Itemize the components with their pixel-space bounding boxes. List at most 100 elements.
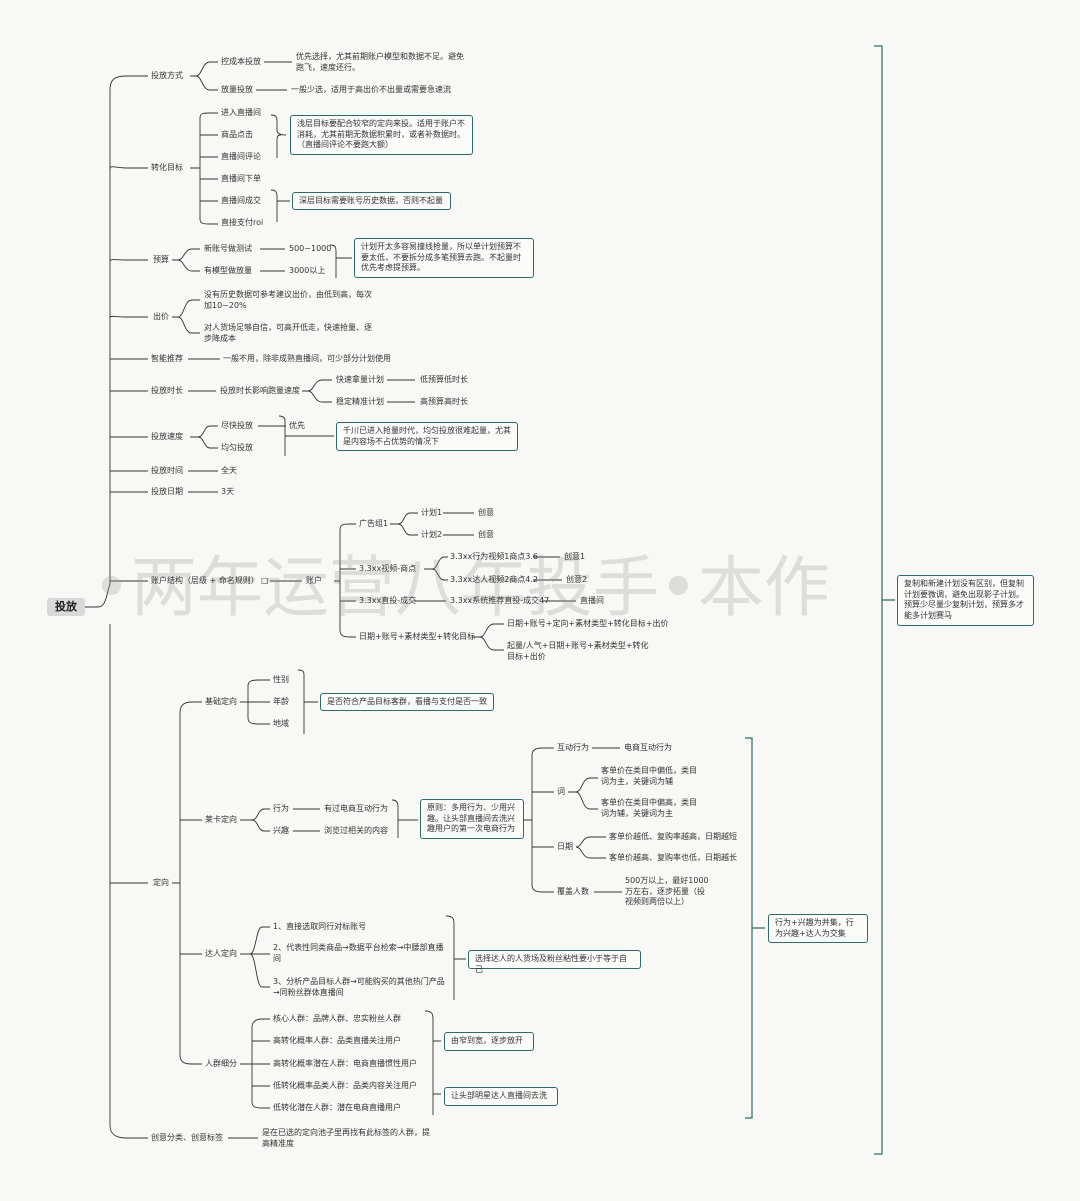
node-shijian-value: 全天 [221,466,237,475]
node-zhitou[interactable]: 3.3xx直投-成交 [359,596,417,605]
node-jichu-item[interactable]: 性别 [273,675,289,684]
node-hudong[interactable]: 互动行为 [557,743,589,752]
node-riqi[interactable]: 投放日期 [151,487,183,496]
node-shichang-b[interactable]: 稳定精准计划 [336,397,384,406]
root-node[interactable]: 投放 [47,598,85,616]
node-shichang-a-value: 低预算低时长 [420,375,468,384]
node-ci-a: 客单价在类目中偏低，类目词为主，关键词为辅 [601,766,697,786]
node-creative: 创意1 [564,552,586,561]
note-renqun-2: 让头部明星达人直播间去洗 [444,1087,558,1106]
node-creative: 创意 [478,530,494,539]
node-naming-a: 日期+账号+定向+素材类型+转化目标+出价 [507,619,669,628]
node-account[interactable]: 账户 [306,576,322,585]
node-video-item[interactable]: 3.3xx达人视频2商点4.2 [450,575,539,584]
note-qiancen: 浅层目标要配合较窄的定向来投。适用于账户不消耗，尤其前期无数据积累时，或者补数据… [290,115,473,155]
node-renqun-item[interactable]: 低转化潜在人群：潜在电商直播用户 [273,1103,401,1112]
note-sudu: 千川已进入抢量时代，均匀投放很难起量，尤其是内容场不占优势的情况下 [336,422,518,451]
node-zhuanhua[interactable]: 转化目标 [151,163,183,172]
node-fangliang[interactable]: 放量投放 [221,85,253,94]
node-chujia-a: 没有历史数据可参考建议出价，由低到高，每次加10~20% [204,290,372,310]
note-icon[interactable]: □ [261,576,269,585]
node-rq-a: 客单价越低、复购率越高，日期越短 [609,832,737,841]
node-fangshi[interactable]: 投放方式 [151,71,183,80]
node-renqun-item[interactable]: 高转化概率潜在人群：电商直播惯性用户 [273,1059,417,1068]
note-daren: 选择达人的人货场及粉丝粘性要小于等于自己 [468,950,641,974]
node-plan[interactable]: 计划2 [421,530,443,539]
node-ci-b: 客单价在类目中偏高，类目词为辅，关键词为主 [601,798,697,818]
node-sudu-a-value: 优先 [289,421,305,430]
node-naming-b: 起量/人气+日期+账号+素材类型+转化目标+出价 [507,641,649,661]
node-yusuan-a-value: 500~1000 [289,244,332,253]
node-yusuan-b-value: 3000以上 [289,266,326,275]
node-shichang-b-value: 高预算高时长 [420,397,468,406]
node-daren-c: 3、分析产品目标人群→可能购买的其他热门产品→同粉丝群体直播间 [273,977,445,997]
node-plan[interactable]: 计划1 [421,508,443,517]
node-xingwei-desc: 有过电商互动行为 [324,804,388,813]
node-rq[interactable]: 日期 [557,842,573,851]
node-xingqu[interactable]: 兴趣 [273,826,289,835]
note-jichu: 是否符合产品目标客群，看播与支付是否一致 [320,693,494,711]
node-chujia[interactable]: 出价 [153,312,169,321]
node-zhuanhua-item[interactable]: 直播间成交 [221,196,261,205]
node-chuangyi[interactable]: 创意分类、创意标签 [151,1133,223,1142]
node-renqun[interactable]: 人群细分 [205,1059,237,1068]
node-fugai-value: 500万以上，最好1000万左右，逐步拓量（投视频则两倍以上） [625,876,709,906]
note-dingxiang: 行为+兴趣为并集，行为兴趣+达人为交集 [768,914,868,943]
node-zhuanhua-item[interactable]: 进入直播间 [221,108,261,117]
node-video-item[interactable]: 3.3xx行为视频1商点3.6 [450,552,539,561]
node-chengben[interactable]: 控成本投放 [221,57,261,66]
node-ci[interactable]: 词 [557,787,565,796]
node-riqi-value: 3天 [221,487,235,496]
node-zhitou-value: 直播间 [580,596,604,605]
node-yusuan[interactable]: 预算 [153,255,169,264]
node-renqun-item[interactable]: 核心人群：品牌人群、忠实粉丝人群 [273,1014,401,1023]
note-yusuan: 计划开太多容易撞线抢量，所以单计划预算不要太低，不要拆分成多笔预算去跑。不起量时… [354,238,534,278]
node-group[interactable]: 广告组1 [359,519,389,528]
node-fugai[interactable]: 覆盖人数 [557,887,589,896]
node-shichang-desc[interactable]: 投放时长影响跑量速度 [220,386,300,395]
node-zhuanhua-item[interactable]: 直播间评论 [221,152,261,161]
node-chujia-b: 对人货场足够自信，可高开低走，快速抢量、逐步降成本 [204,323,372,343]
node-shichang[interactable]: 投放时长 [151,386,183,395]
note-summary: 复制和新建计划没有区别，但复制计划要微调，避免出现影子计划。预算少尽量少复制计划… [897,575,1034,626]
node-yusuan-b[interactable]: 有模型做放量 [204,266,252,275]
node-fangliang-desc: 一般少选，适用于高出价不出量或需要急速流 [291,85,451,94]
note-renqun-1: 由窄到宽，逐步放开 [444,1032,534,1051]
node-laika[interactable]: 莱卡定向 [205,815,237,824]
node-xingwei[interactable]: 行为 [273,804,289,813]
node-zhuanhua-item[interactable]: 直播间下单 [221,174,261,183]
node-daren-a: 1、直接选取同行对标账号 [273,922,367,931]
node-jichu-item[interactable]: 地域 [273,719,289,728]
node-zhuanhua-item[interactable]: 商品点击 [221,130,253,139]
node-xingqu-desc: 浏览过相关的内容 [324,826,388,835]
watermark-text: •两年运营八年投手•本作 [92,549,830,626]
node-rq-b: 客单价越高、复购率也低，日期越长 [609,853,737,862]
node-creative: 创意 [478,508,494,517]
node-hudong-value: 电商互动行为 [624,743,672,752]
node-sudu-a[interactable]: 尽快投放 [221,421,253,430]
node-zhanghu[interactable]: 账户结构（层级 + 命名规则） [151,576,259,585]
node-yusuan-a[interactable]: 新账号做测试 [204,244,252,253]
node-naming[interactable]: 日期+账号+素材类型+转化目标 [359,632,476,641]
node-shijian[interactable]: 投放时间 [151,466,183,475]
node-renqun-item[interactable]: 低转化概率品类人群：品类内容关注用户 [273,1081,417,1090]
node-shichang-a[interactable]: 快速拿量计划 [336,375,384,384]
node-daren-b: 2、代表性同类商品→数据平台检索→中腰部直播间 [273,943,444,963]
node-zhuanhua-item[interactable]: 直接支付roi [221,218,264,227]
note-shencen: 深层目标需要账号历史数据，否则不起量 [292,192,451,210]
node-chengben-desc: 优先选择，尤其前期账户模型和数据不足。避免跑飞，速度还行。 [296,52,464,72]
node-zhineng[interactable]: 智能推荐 [151,354,183,363]
node-daren[interactable]: 达人定向 [205,949,237,958]
node-zhitou-plan[interactable]: 3.3xx系统推荐直投-成交47 [450,596,550,605]
node-zhineng-desc: 一般不用，除非成熟直播间，可少部分计划使用 [223,354,391,363]
node-sudu[interactable]: 投放速度 [151,432,183,441]
node-dingxiang[interactable]: 定向 [153,878,169,887]
node-renqun-item[interactable]: 高转化概率人群：品类直播关注用户 [273,1036,401,1045]
node-jichu-item[interactable]: 年龄 [273,697,289,706]
node-chuangyi-desc: 是在已选的定向池子里再找有此标签的人群，提高精准度 [262,1128,430,1148]
node-video[interactable]: 3.3xx视频-商点 [359,564,417,573]
node-sudu-b[interactable]: 均匀投放 [221,443,253,452]
node-jichu[interactable]: 基础定向 [205,697,237,706]
